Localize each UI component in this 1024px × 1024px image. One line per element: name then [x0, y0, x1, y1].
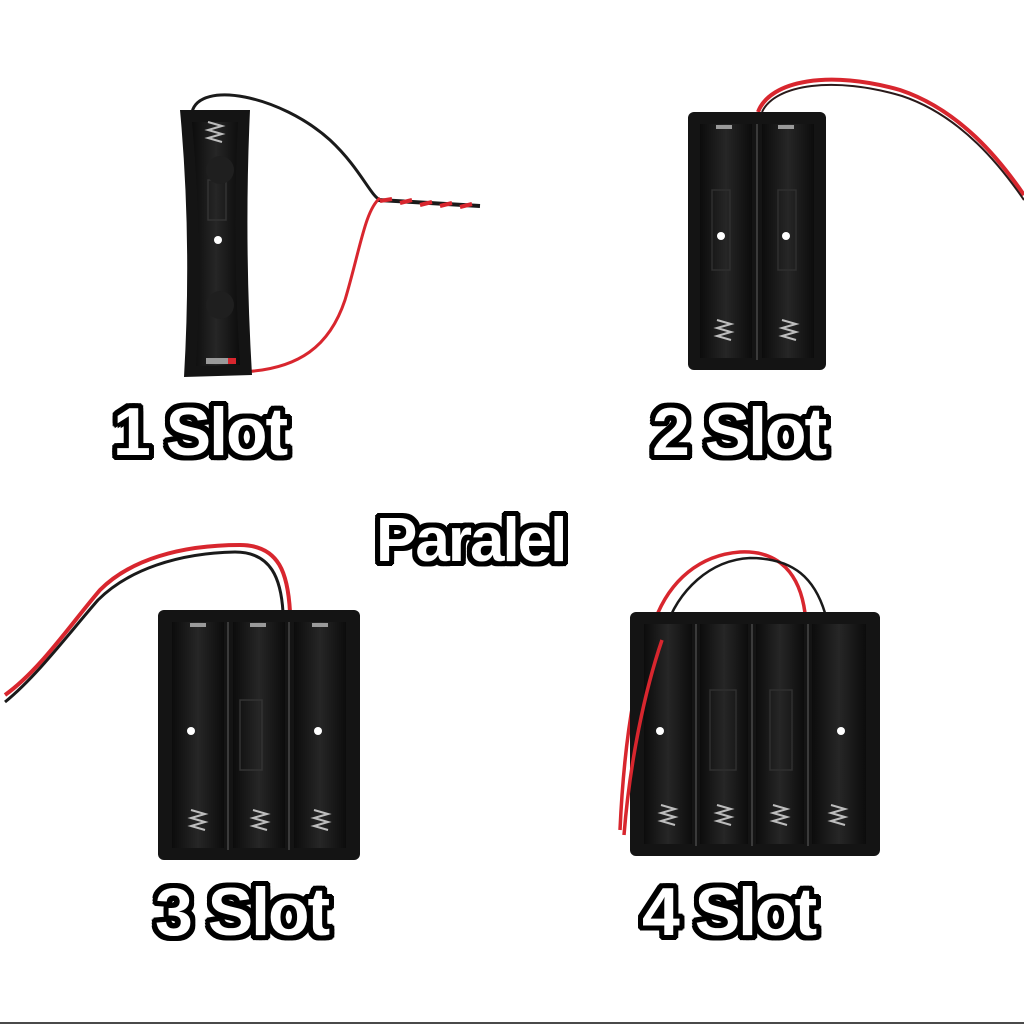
battery-holder-4-slot	[618, 550, 880, 856]
bottom-divider	[0, 1022, 1024, 1024]
label-2-slot: 2 Slot	[652, 394, 827, 470]
battery-holder-1-slot	[180, 93, 481, 377]
label-1-slot: 1 Slot	[113, 394, 288, 470]
battery-holder-3-slot	[3, 542, 360, 860]
battery-holder-2-slot	[688, 77, 1024, 370]
title-paralel: Paralel	[376, 506, 567, 575]
label-4-slot: 4 Slot	[642, 874, 817, 950]
label-3-slot: 3 Slot	[155, 874, 330, 950]
